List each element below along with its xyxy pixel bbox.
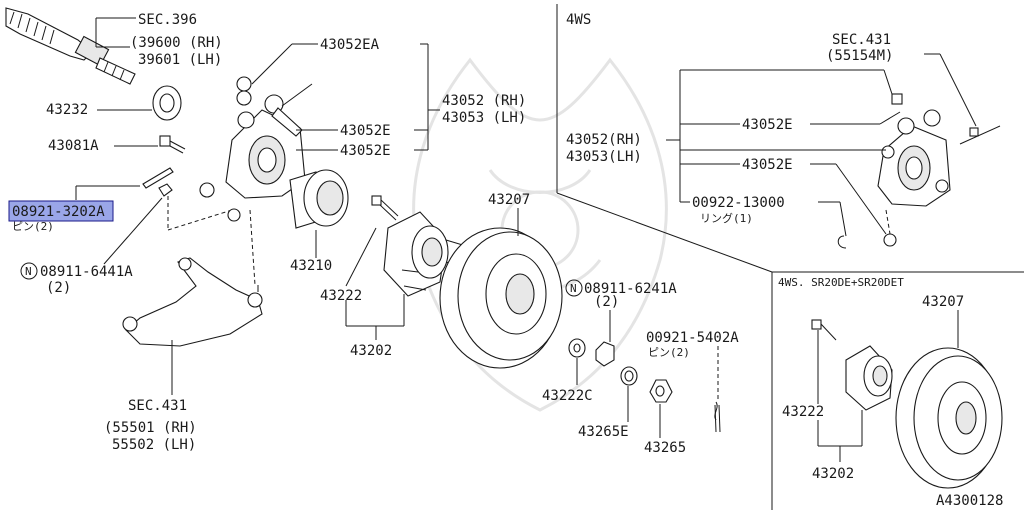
label-43081a[interactable]: 43081A [48,138,99,154]
section-4ws: 4WS [566,12,591,28]
disc-rotor-43207 [439,227,563,369]
label-43052ea[interactable]: 43052EA [320,37,380,53]
label-4ws-43052[interactable]: 43052(RH) [566,132,642,148]
label-00921-5402a[interactable]: 00921-5402A [646,330,739,346]
highlight-box[interactable] [8,200,114,222]
label-4ws-43052e-1[interactable]: 43052E [742,117,793,133]
label-43202[interactable]: 43202 [350,343,392,359]
label-43053-lh[interactable]: 43053 (LH) [442,110,526,126]
section-4ws-sr20: 4WS. SR20DE+SR20DET [778,276,904,289]
label-sr-43222[interactable]: 43222 [782,404,824,420]
label-39601[interactable]: 39601 (LH) [138,52,222,68]
label-43265[interactable]: 43265 [644,440,686,456]
lower-arm [122,257,263,347]
label-sec396[interactable]: SEC.396 [138,12,197,28]
ws4-knuckle [837,93,1001,249]
small-parts [568,338,721,433]
label-4ws-sec431[interactable]: SEC.431 [832,32,891,48]
label-43265e[interactable]: 43265E [578,424,629,440]
label-39600[interactable]: (39600 (RH) [130,35,223,51]
label-43052e-2[interactable]: 43052E [340,143,391,159]
label-sr-43207[interactable]: 43207 [922,294,964,310]
label-4ws-43053[interactable]: 43053(LH) [566,149,642,165]
drive-shaft [5,7,136,85]
bolt-43081a [159,135,186,154]
label-43210[interactable]: 43210 [290,258,332,274]
sr20-parts [811,319,1003,489]
knuckle [199,76,306,286]
leader-lines [75,17,977,462]
pin-and-nut [142,167,233,231]
section-dividers [556,4,1024,510]
label-43222c[interactable]: 43222C [542,388,593,404]
label-08911-6241a-qty: (2) [594,294,619,310]
label-08921-3202a[interactable]: 08921-3202A [12,204,105,220]
figure-id: A4300128 [936,493,1003,509]
labels: SEC.396 (39600 (RH) 39601 (LH) 43232 430… [12,12,1003,509]
label-4ws-00922[interactable]: 00922-13000 [692,195,785,211]
label-08921-qty: ピン(2) [12,220,54,233]
label-00921-qty: ピン(2) [648,346,690,359]
label-4ws-00922-qty: リング(1) [700,211,753,225]
label-55502[interactable]: 55502 (LH) [112,437,196,453]
hub-43202 [383,211,467,297]
svg-text:N: N [25,265,32,278]
seal-43232 [152,85,182,121]
circled-n-icon: N [565,279,583,297]
label-43052-rh[interactable]: 43052 (RH) [442,93,526,109]
label-4ws-43052e-2[interactable]: 43052E [742,157,793,173]
label-08911-6241a[interactable]: 08911-6241A [584,281,677,297]
svg-text:N: N [570,282,577,295]
label-sr-43202[interactable]: 43202 [812,466,854,482]
label-55501[interactable]: (55501 (RH) [104,420,197,436]
label-4ws-55154m[interactable]: (55154M) [826,48,893,64]
label-sec431[interactable]: SEC.431 [128,398,187,414]
label-43222[interactable]: 43222 [320,288,362,304]
label-43207[interactable]: 43207 [488,192,530,208]
hub-bolt [371,195,399,221]
label-43052e-1[interactable]: 43052E [340,123,391,139]
circled-n-icon: N [20,262,38,280]
hub-bearing-43210 [289,169,349,229]
label-08911-6441a-qty: (2) [46,280,71,296]
label-43232[interactable]: 43232 [46,102,88,118]
label-08911-6441a[interactable]: 08911-6441A [40,264,133,280]
